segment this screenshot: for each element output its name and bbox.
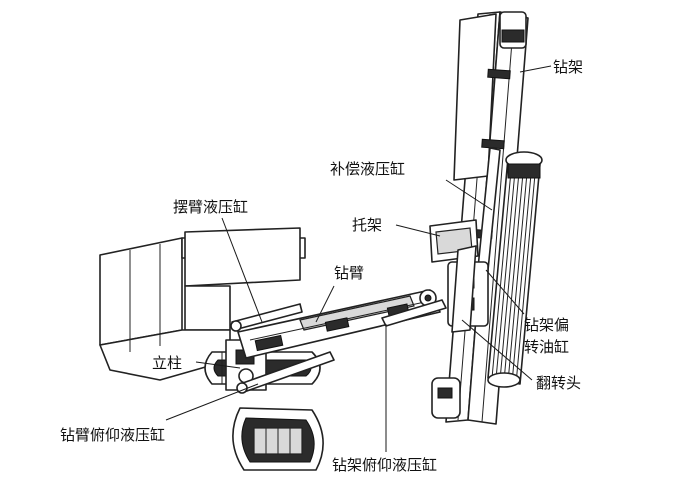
leader-turnover-head (461, 319, 533, 381)
leader-column (195, 361, 241, 369)
label-frame-offset-cylinder-line1: 钻架偏 (524, 316, 569, 334)
leader-lines (165, 65, 552, 452)
labels: 钻架 补偿液压缸 摆臂液压缸 托架 钻臂 钻架偏 转油缸 立柱 翻转头 钻臂俯仰… (60, 58, 583, 474)
machine-body (99, 227, 306, 381)
label-column: 立柱 (152, 354, 182, 372)
label-compensation-cylinder: 补偿液压缸 (330, 160, 405, 178)
leader-drill-arm (315, 285, 335, 323)
label-swing-arm-cylinder: 摆臂液压缸 (173, 198, 248, 216)
turnover-head (447, 245, 489, 333)
drill-arm (237, 289, 441, 359)
label-drill-arm: 钻臂 (334, 264, 364, 282)
label-arm-pitch-cylinder: 钻臂俯仰液压缸 (60, 426, 165, 444)
label-turnover-head: 翻转头 (536, 374, 581, 392)
frame-pitch-cylinder (381, 299, 447, 327)
lower-track (232, 407, 324, 471)
drill-rod-bundle (487, 151, 543, 388)
leader-arm-pitch-cylinder (165, 383, 259, 421)
label-drill-frame: 钻架 (553, 58, 583, 76)
leader-compensation-cylinder (445, 179, 493, 211)
leader-bracket (395, 224, 441, 237)
leader-drill-frame (519, 65, 552, 73)
leader-frame-offset-cylinder (485, 269, 525, 315)
leader-swing-arm-cylinder (221, 217, 263, 323)
swing-arm-cylinder (230, 303, 303, 332)
label-bracket: 托架 (352, 216, 382, 234)
label-frame-pitch-cylinder: 钻架俯仰液压缸 (332, 456, 437, 474)
label-frame-offset-cylinder-line2: 转油缸 (524, 338, 569, 356)
